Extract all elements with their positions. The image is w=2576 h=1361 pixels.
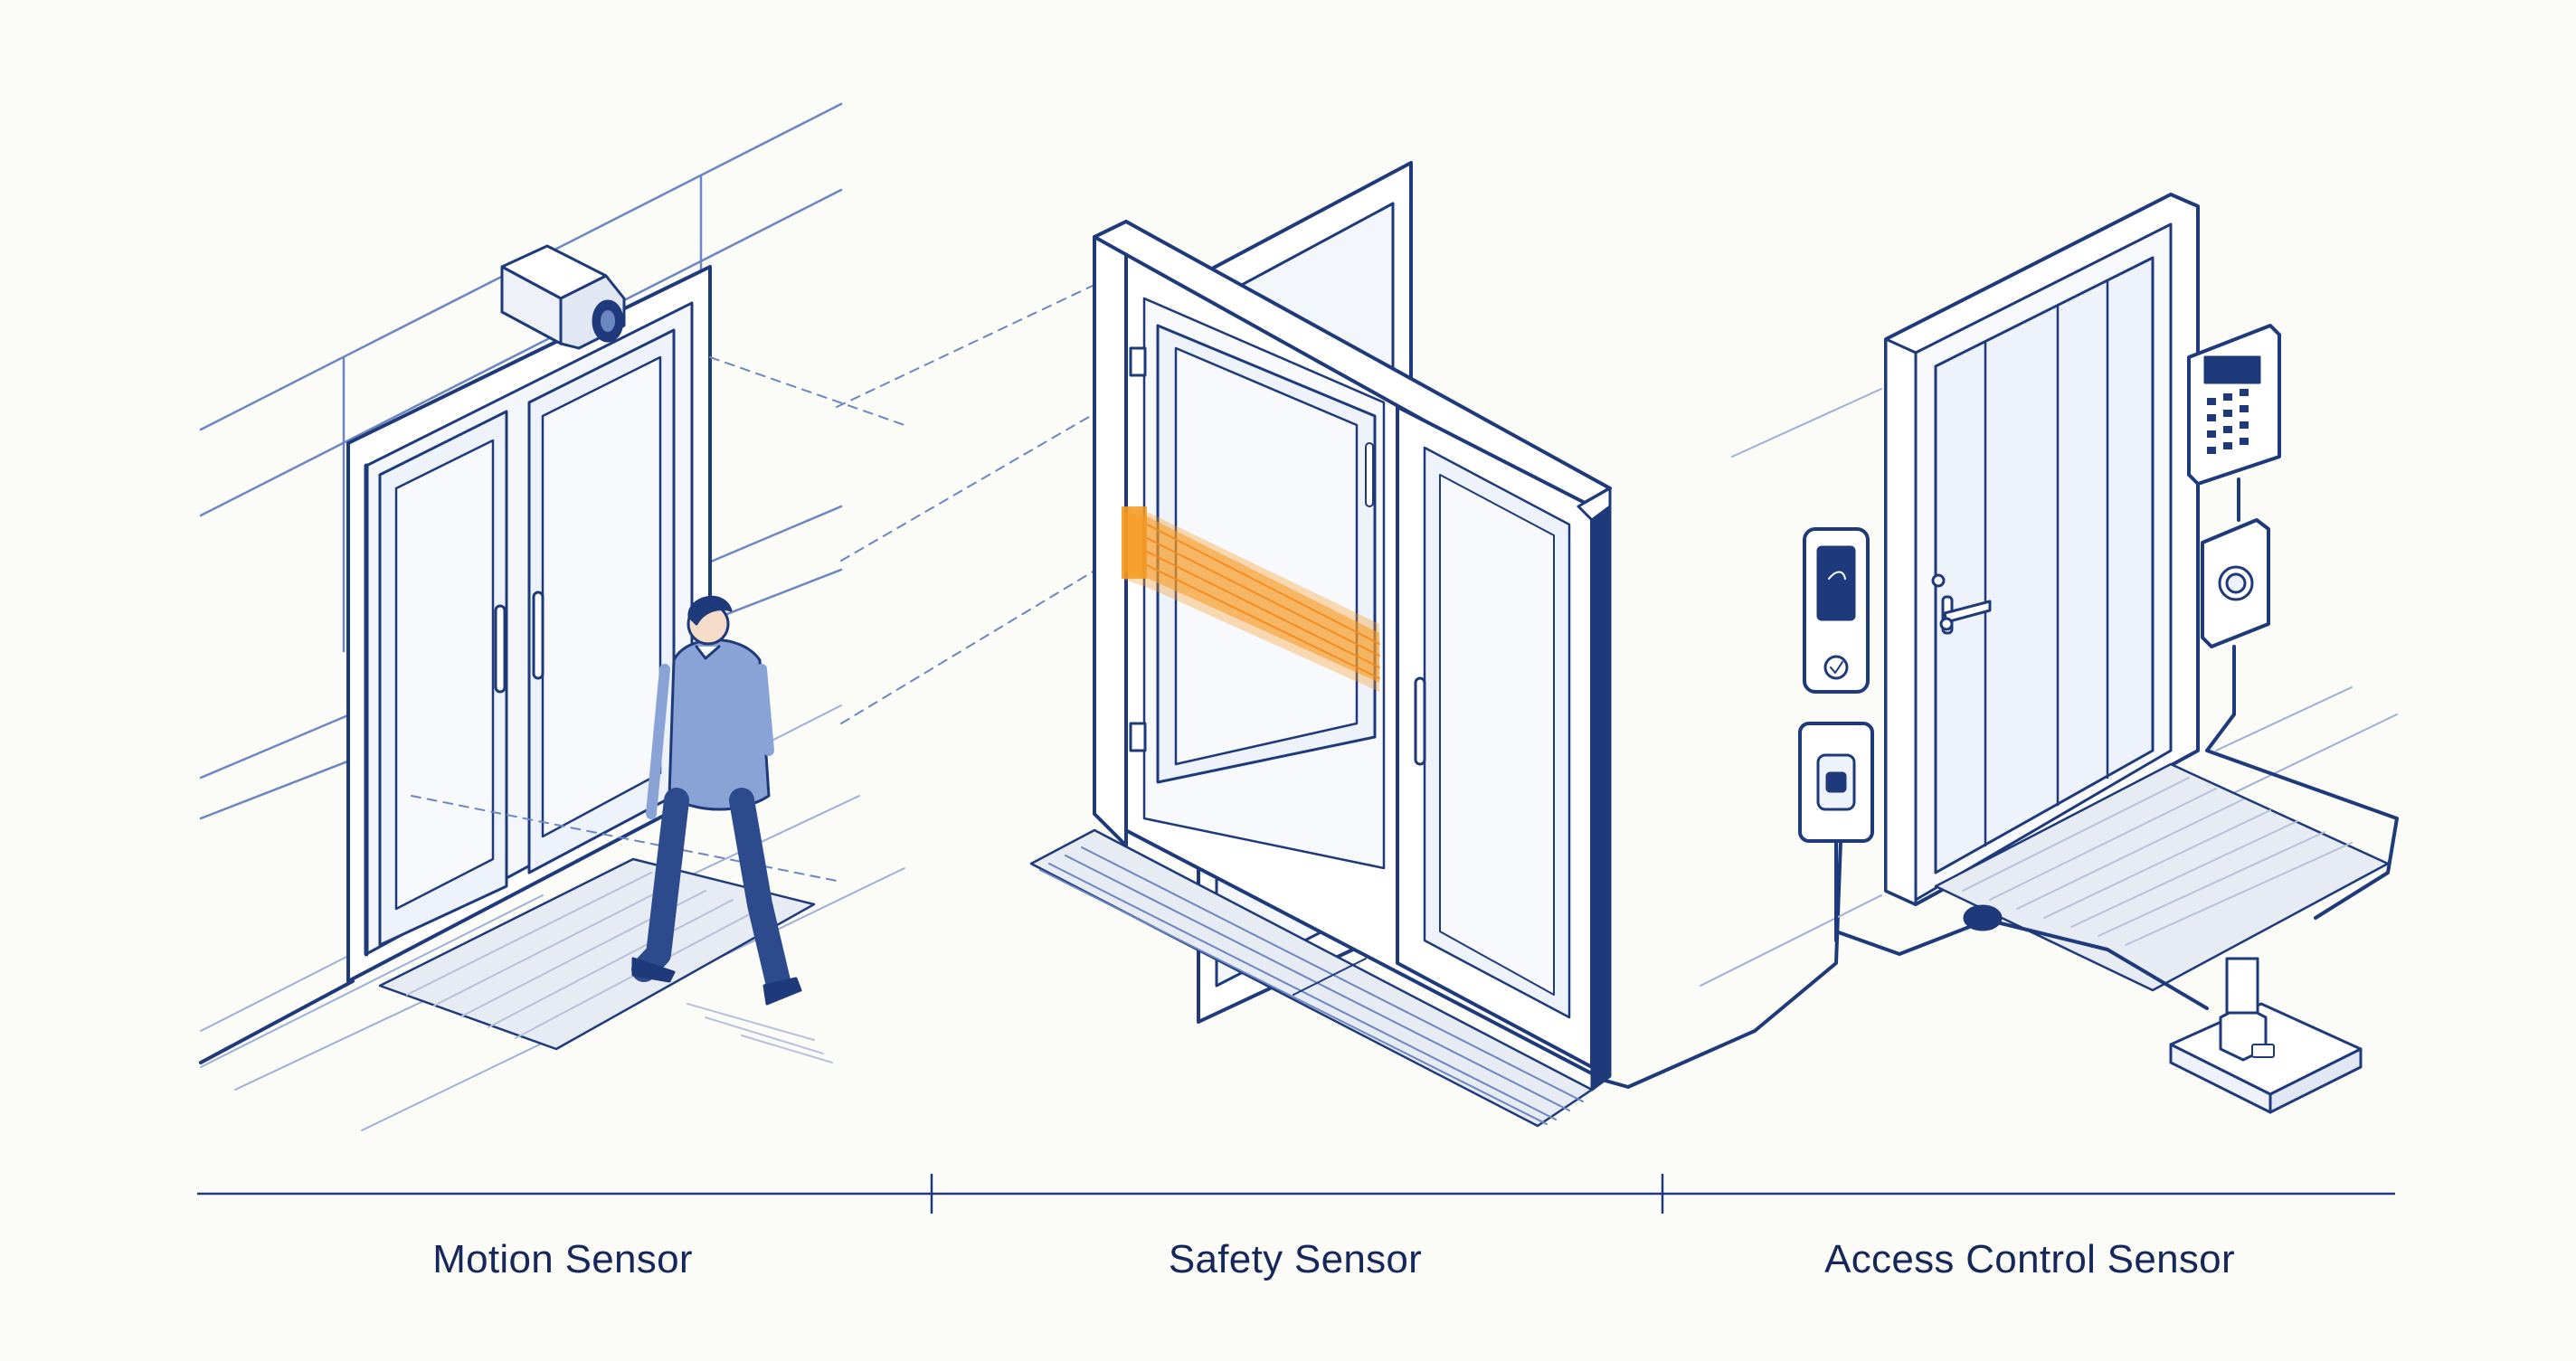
wall-base: [199, 979, 355, 1064]
card-reader-device: [1803, 527, 1870, 694]
access-control-scene: [1700, 193, 2399, 1114]
cable: [1604, 839, 1842, 1089]
label-access-control-sensor: Access Control Sensor: [1824, 1237, 2235, 1281]
projection-lines: [411, 284, 1127, 883]
access-door-panel: [1934, 256, 2155, 874]
label-safety-sensor: Safety Sensor: [1168, 1237, 1423, 1281]
baseline: [197, 1174, 2395, 1214]
safety-sensor-scene: [1029, 161, 1842, 1128]
motion-sensor-scene: [199, 102, 1127, 1131]
door-handle-left: [494, 604, 507, 694]
keypad-device: [2187, 324, 2281, 486]
controller-box: [2169, 957, 2363, 1114]
wall-switch-device: [1798, 722, 1874, 843]
hinge-top: [1129, 346, 1147, 377]
label-motion-sensor: Motion Sensor: [432, 1237, 693, 1281]
hinge-bottom: [1129, 722, 1147, 752]
door-handle-right: [532, 591, 545, 680]
safety-beam: [1122, 506, 1380, 692]
motion-sensor-device: [500, 244, 626, 350]
push-button-device: [2201, 518, 2270, 648]
door-handle-access: [1931, 573, 1992, 635]
wiring: [1834, 477, 2399, 1010]
person-walking: [631, 595, 802, 1006]
door-handle-safety: [1414, 676, 1426, 766]
